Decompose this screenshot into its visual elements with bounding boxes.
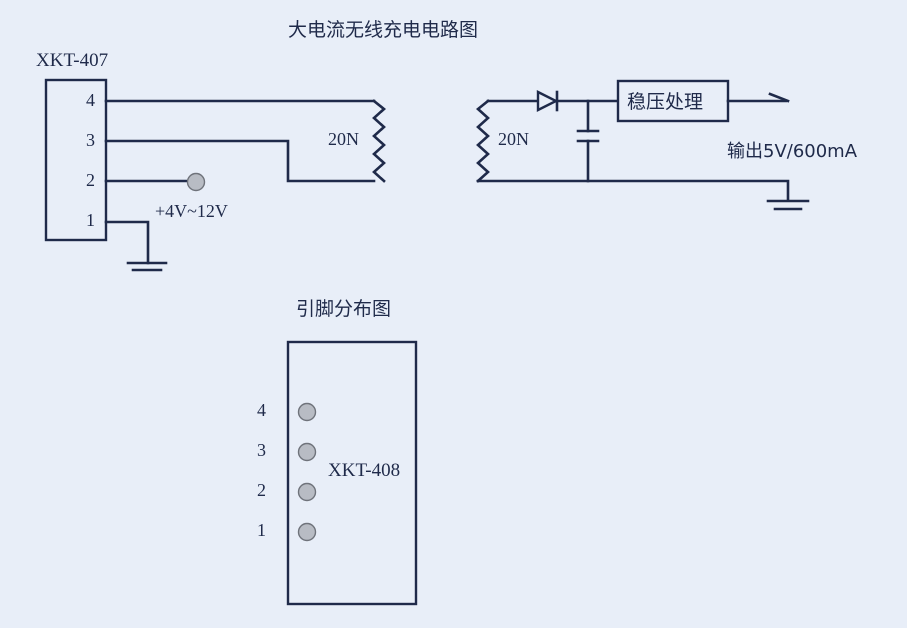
tx-pin-label-4: 4 xyxy=(86,90,95,110)
tx-wire-pin3 xyxy=(104,139,376,183)
tx-wire-pin1 xyxy=(104,220,150,265)
rx-coil-label: 20N xyxy=(498,129,529,149)
pinout-pin-label-2: 2 xyxy=(257,480,266,500)
pinout-title: 引脚分布图 xyxy=(296,298,391,320)
tx-supply-label: +4V~12V xyxy=(155,201,228,221)
tx-supply-terminal xyxy=(186,172,206,192)
regulator-box xyxy=(616,79,730,123)
pinout-pin-label-1: 1 xyxy=(257,520,266,540)
tx-coil xyxy=(372,99,387,183)
pinout-pin-label-4: 4 xyxy=(257,400,266,420)
diagram-title: 大电流无线充电电路图 xyxy=(288,19,478,41)
pinout-pin-2 xyxy=(297,482,317,502)
pinout-body xyxy=(286,340,418,606)
rx-ground-symbol xyxy=(766,199,810,211)
pinout-name: XKT-408 xyxy=(328,460,400,481)
output-label: 输出5V/600mA xyxy=(727,141,858,162)
pinout-pin-4 xyxy=(297,402,317,422)
pinout-pin-label-3: 3 xyxy=(257,440,266,460)
rx-coil xyxy=(475,99,490,183)
rx-diode xyxy=(536,90,559,112)
pinout-pin-3 xyxy=(297,442,317,462)
output-arrow-icon xyxy=(726,92,790,103)
tx-module-body xyxy=(44,78,108,242)
regulator-label: 稳压处理 xyxy=(627,91,703,113)
tx-module-name: XKT-407 xyxy=(36,50,108,71)
tx-coil-label: 20N xyxy=(328,129,359,149)
tx-ground-symbol xyxy=(126,261,168,272)
rx-wire-bottom xyxy=(476,179,790,202)
tx-pin-label-3: 3 xyxy=(86,130,95,150)
tx-pin-label-1: 1 xyxy=(86,210,95,230)
tx-pin-label-2: 2 xyxy=(86,170,95,190)
rx-capacitor xyxy=(576,99,600,183)
pinout-pin-1 xyxy=(297,522,317,542)
